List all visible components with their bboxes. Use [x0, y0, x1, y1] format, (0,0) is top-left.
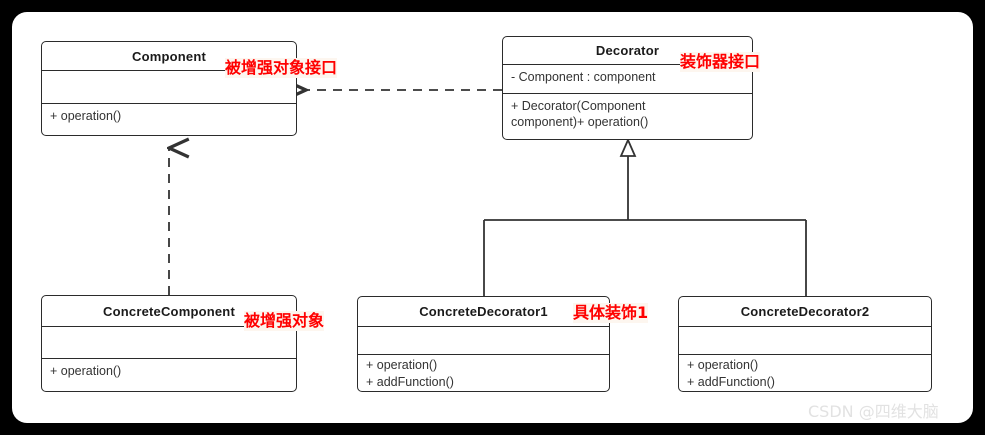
uml-class-concrete-decorator-2[interactable]: ConcreteDecorator2 + operation() + addFu…	[678, 296, 932, 392]
uml-class-concrete-component[interactable]: ConcreteComponent + operation()	[41, 295, 297, 392]
annotation-decorator: 装饰器接口	[680, 52, 761, 72]
uml-class-concrete-decorator-2-attributes	[679, 327, 931, 355]
relationship-concretedecorators-extend-decorator	[483, 137, 807, 296]
uml-operation: + addFunction()	[687, 375, 775, 389]
uml-class-concrete-decorator-1-attributes	[358, 327, 609, 355]
uml-operation: + operation()	[50, 364, 122, 378]
uml-operation: + operation()	[50, 109, 122, 123]
annotation-concrete-component: 被增强对象	[244, 311, 325, 331]
uml-attribute: - Component : component	[511, 70, 656, 84]
annotation-component: 被增强对象接口	[225, 58, 338, 78]
uml-class-component[interactable]: Component + operation()	[41, 41, 297, 136]
uml-class-component-operations: + operation()	[42, 104, 296, 135]
uml-class-concrete-decorator-2-operations: + operation() + addFunction()	[679, 355, 931, 391]
uml-operation: + addFunction()	[366, 375, 454, 389]
uml-operation: + operation()	[366, 358, 438, 372]
uml-class-decorator-title: Decorator	[503, 37, 752, 65]
uml-class-concrete-decorator-2-title: ConcreteDecorator2	[679, 297, 931, 327]
uml-class-component-attributes	[42, 71, 296, 104]
diagram-frame: Component : dashed realization --> Compo…	[12, 12, 973, 423]
uml-class-concrete-decorator-1-title: ConcreteDecorator1	[358, 297, 609, 327]
uml-class-concrete-decorator-1-operations: + operation() + addFunction()	[358, 355, 609, 391]
uml-class-concrete-decorator-1[interactable]: ConcreteDecorator1 + operation() + addFu…	[357, 296, 610, 392]
uml-class-concrete-component-operations: + operation()	[42, 359, 296, 390]
uml-class-concrete-component-title: ConcreteComponent	[42, 296, 296, 327]
uml-operation: + Decorator(Component	[511, 99, 646, 113]
uml-class-concrete-component-attributes	[42, 327, 296, 359]
uml-class-decorator-operations: + Decorator(Component component)+ operat…	[503, 94, 752, 139]
annotation-concrete-decorator-1: 具体装饰1	[573, 303, 649, 323]
uml-operation: component)+ operation()	[511, 115, 649, 129]
uml-operation: + operation()	[687, 358, 759, 372]
watermark: CSDN @四维大脑	[808, 402, 939, 421]
uml-class-decorator-attributes: - Component : component	[503, 65, 752, 94]
uml-class-component-title: Component	[42, 42, 296, 71]
